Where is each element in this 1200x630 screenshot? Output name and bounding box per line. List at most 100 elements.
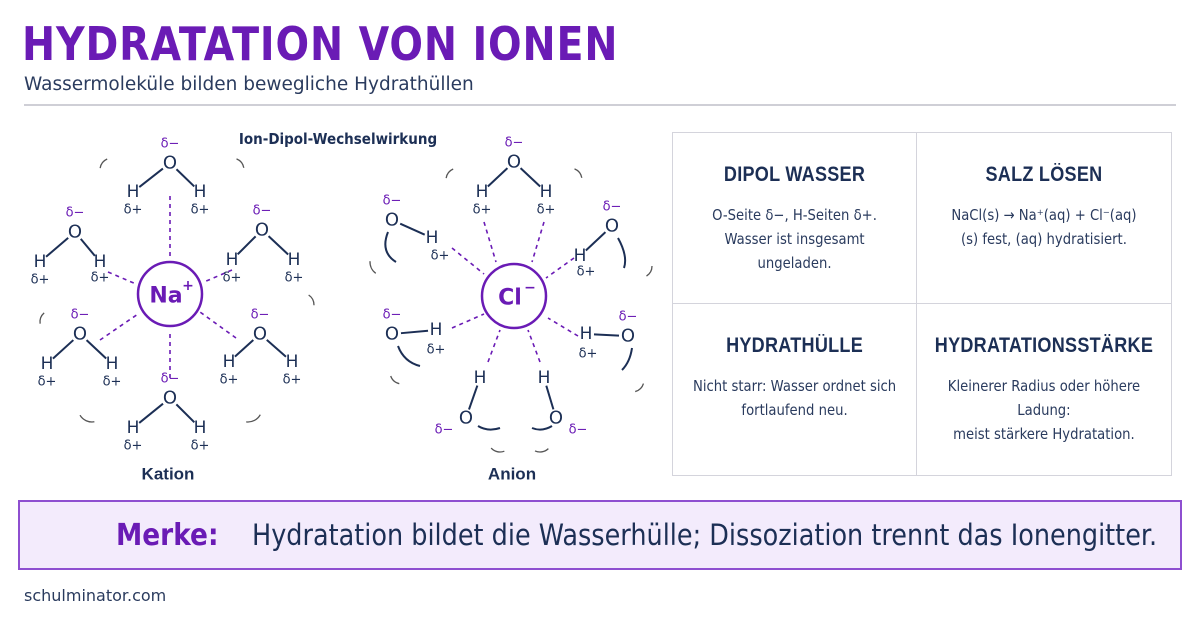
anion-symbol: Cl [498, 286, 522, 311]
motion-arc [390, 375, 400, 385]
delta-minus-label: δ− [71, 308, 90, 323]
motion-arc [634, 383, 645, 393]
water-lone-pair [621, 347, 633, 371]
delta-minus-label: δ− [383, 194, 402, 209]
oh-bond [400, 329, 429, 335]
delta-minus-label: δ− [569, 423, 588, 438]
footer-site: schulminator.com [24, 586, 167, 605]
delta-plus-label: δ+ [38, 375, 57, 390]
oh-bond [45, 237, 69, 258]
delta-minus-label: δ− [161, 372, 180, 387]
water-molecules: Hδ+Hδ+Oδ−Hδ+Hδ+Oδ−Hδ+Hδ+Oδ−Hδ+Hδ+Oδ−Hδ+H… [31, 136, 653, 454]
oh-bond [138, 402, 164, 424]
motion-arc [534, 448, 549, 453]
water-molecule: Hδ+Hδ+Oδ− [38, 308, 122, 390]
merke-label: Merke: [116, 517, 219, 553]
water-lone-pair [531, 425, 553, 431]
delta-plus-label: δ+ [191, 439, 210, 454]
water-lone-pair [477, 425, 501, 431]
delta-minus-label: δ− [383, 308, 402, 323]
delta-minus-label: δ− [251, 308, 270, 323]
motion-arc [490, 447, 505, 453]
water-molecule: HOδ− [538, 368, 588, 438]
hydrogen-atom: H [540, 182, 553, 202]
motion-arc [574, 168, 583, 178]
ion-dipole-line [487, 329, 501, 363]
delta-plus-label: δ+ [124, 439, 143, 454]
delta-plus-label: δ+ [220, 373, 239, 388]
hydrogen-atom: H [41, 354, 54, 374]
card-title: HYDRATHÜLLE [726, 334, 864, 357]
oxygen-atom: O [605, 216, 619, 237]
card-title: HYDRATATIONSSTÄRKE [934, 334, 1154, 357]
hydrogen-atom: H [430, 320, 443, 340]
delta-plus-label: δ+ [124, 203, 143, 218]
delta-plus-label: δ+ [431, 249, 450, 264]
cation-circle [136, 260, 204, 328]
motion-arc [79, 414, 95, 423]
anion-cl: Cl− Anion [480, 262, 548, 484]
info-cards: DIPOL WASSER O-Seite δ−, H-Seiten δ+. Wa… [672, 132, 1172, 476]
oxygen-atom: O [385, 324, 399, 345]
card-line: NaCl(s) → Na⁺(aq) + Cl⁻(aq) [951, 206, 1137, 224]
delta-minus-label: δ− [435, 423, 454, 438]
oxygen-atom: O [385, 210, 399, 231]
water-molecule: Hδ+Oδ− [383, 194, 450, 264]
motion-arc [236, 158, 245, 168]
oh-bond [487, 167, 509, 188]
ion-dipole-line [527, 329, 541, 363]
oxygen-atom: O [68, 222, 82, 243]
oh-bond [266, 339, 287, 358]
hydrogen-atom: H [94, 252, 107, 272]
hydrogen-atom: H [580, 324, 593, 344]
oh-bond [175, 403, 196, 424]
ion-dipole-line [483, 221, 497, 263]
card-line: Kleinerer Radius oder höhere Ladung: [947, 377, 1141, 419]
oxygen-atom: O [549, 408, 563, 429]
page-title: HYDRATATION VON IONEN [22, 17, 619, 71]
ion-dipole-line [451, 247, 485, 275]
delta-minus-label: δ− [66, 206, 85, 221]
delta-plus-label: δ+ [31, 273, 50, 288]
hydrogen-atom: H [127, 182, 140, 202]
page-subtitle: Wassermoleküle bilden bewegliche Hydrath… [24, 74, 474, 95]
delta-minus-label: δ− [603, 200, 622, 215]
hydrogen-atom: H [127, 418, 140, 438]
card-line: O-Seite δ−, H-Seiten δ+. [712, 206, 877, 224]
oh-bond [236, 235, 257, 256]
hydrogen-atom: H [226, 250, 239, 270]
card-title: SALZ LÖSEN [985, 163, 1103, 186]
cation-symbol: Na [149, 284, 182, 309]
hydrogen-atom: H [194, 418, 207, 438]
cation-na: Na+Kation [136, 260, 204, 484]
delta-plus-label: δ+ [577, 265, 596, 280]
card-line: Wasser ist insgesamt ungeladen. [724, 230, 865, 272]
water-lone-pair [617, 237, 627, 269]
water-molecule: Hδ+Oδ− [383, 308, 446, 358]
delta-plus-label: δ+ [103, 375, 122, 390]
hydrogen-atom: H [474, 368, 487, 388]
oxygen-atom: O [255, 220, 269, 241]
oh-bond [267, 235, 289, 256]
motion-arc [99, 158, 108, 169]
card-dipol-wasser: DIPOL WASSER O-Seite δ−, H-Seiten δ+. Wa… [673, 133, 918, 304]
card-line: (s) fest, (aq) hydratisiert. [961, 230, 1128, 248]
water-molecule: Hδ+Hδ+Oδ− [124, 372, 210, 454]
merke-text: Hydratation bildet die Wasserhülle; Diss… [252, 518, 1158, 552]
oh-bond [79, 238, 96, 257]
anion-charge: − [524, 280, 536, 296]
ion-dipole-line [99, 313, 139, 341]
anion-caption: Anion [488, 465, 536, 484]
delta-minus-label: δ− [253, 204, 272, 219]
delta-minus-label: δ− [505, 136, 524, 151]
oxygen-atom: O [507, 152, 521, 173]
delta-plus-label: δ+ [91, 271, 110, 286]
motion-arc [39, 312, 45, 324]
motion-arc [246, 414, 261, 423]
oxygen-atom: O [163, 388, 177, 409]
ion-dipole-line [545, 257, 575, 279]
card-line: meist stärkere Hydratation. [953, 425, 1135, 443]
delta-plus-label: δ+ [285, 271, 304, 286]
anion-circle [480, 262, 548, 330]
ion-dipole-line [531, 221, 545, 263]
